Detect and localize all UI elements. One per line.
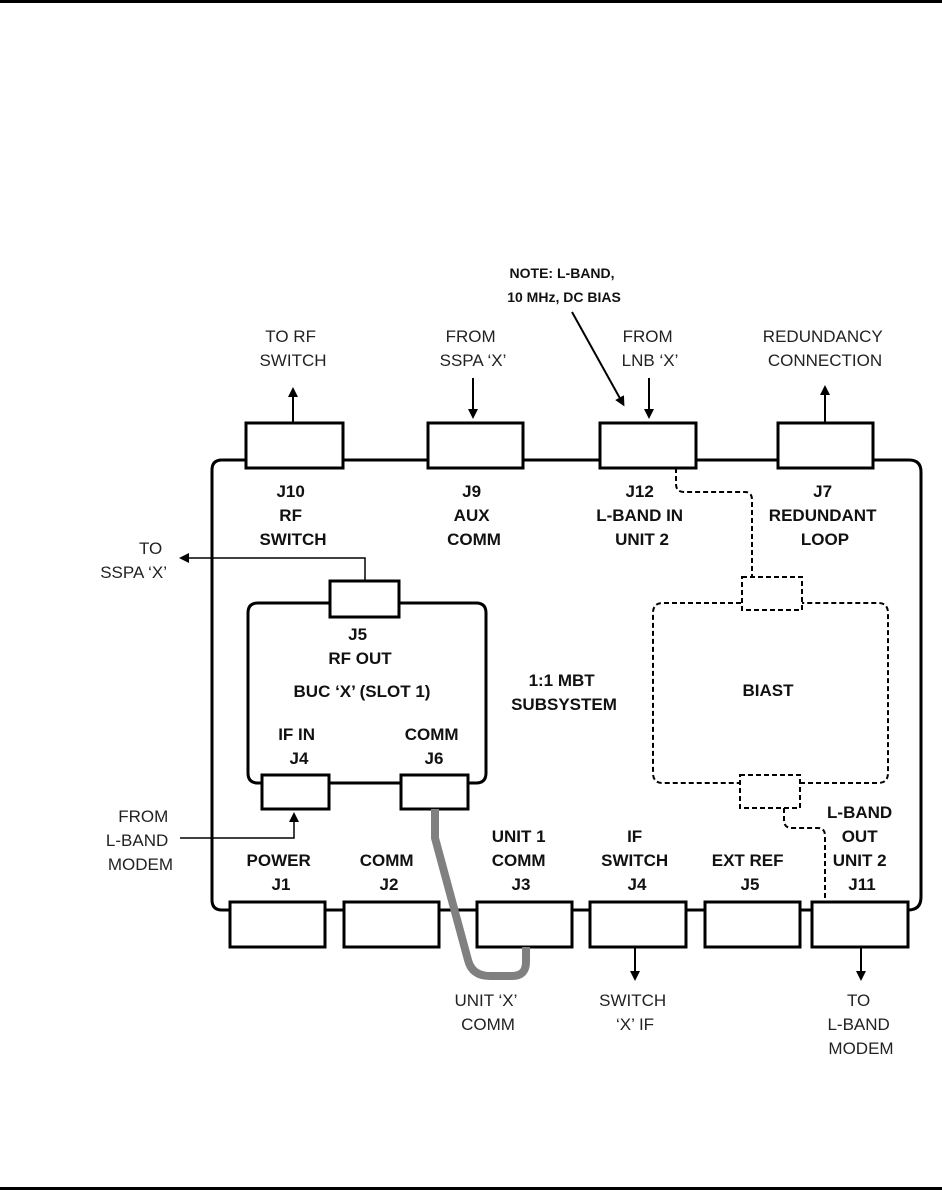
connector-label-j5: EXT REF J5	[712, 851, 789, 894]
connector-j2[interactable]	[342, 900, 441, 949]
connector-label-j4: IF SWITCH J4	[601, 827, 673, 894]
rf-out-line	[179, 553, 366, 581]
connector-j12[interactable]	[598, 421, 698, 470]
external-label-j3: UNIT ‘X’ COMM	[454, 991, 521, 1034]
buc-rf-out-label: J5 RF OUT	[328, 625, 392, 668]
external-label-j4: SWITCH ‘X’ IF	[599, 991, 671, 1034]
connector-label-j9: J9 AUX COMM	[447, 482, 501, 549]
subsystem-enclosure	[210, 458, 923, 912]
top-rule	[0, 0, 942, 3]
connector-label-j3: UNIT 1 COMM J3	[492, 827, 551, 894]
connector-label-j2: COMM J2	[360, 851, 419, 894]
external-label-j11: TO L-BAND MODEM	[827, 991, 894, 1058]
connector-j1[interactable]	[228, 900, 327, 949]
connector-j7[interactable]	[776, 421, 875, 470]
connector-j11[interactable]	[810, 900, 910, 949]
external-label-j12: FROM LNB ‘X’	[622, 327, 679, 370]
connector-j9[interactable]	[426, 421, 525, 470]
external-label-j10: TO RF SWITCH	[259, 327, 326, 370]
connector-j3[interactable]	[475, 900, 574, 949]
connector-label-j1: POWER J1	[247, 851, 316, 894]
biast-connector-bottom	[739, 774, 801, 809]
connector-label-j12: J12 L-BAND IN UNIT 2	[596, 482, 688, 549]
biast-link-bottom	[783, 808, 826, 902]
note-label: NOTE: L-BAND, 10 MHz, DC BIAS	[507, 265, 621, 305]
buc-connector-j4-if-in[interactable]	[260, 773, 331, 811]
buc-if-in-label: IF IN J4	[278, 725, 320, 768]
note-pointer-arrow	[571, 311, 625, 407]
buc-comm-label: COMM J6	[405, 725, 464, 768]
biast-module	[652, 602, 889, 784]
rf-out-external-label: TO SSPA ‘X’	[100, 539, 167, 582]
biast-link-top	[675, 468, 753, 577]
buc-connector-j5-rf-out[interactable]	[328, 579, 401, 619]
if-in-external-label: FROM L-BAND MODEM	[106, 807, 173, 874]
bottom-rule	[0, 1187, 942, 1190]
connector-label-j11: L-BAND OUT UNIT 2 J11	[827, 803, 897, 894]
unit-comm-cable	[431, 809, 530, 980]
connector-label-j7: J7 REDUNDANT LOOP	[769, 482, 881, 549]
buc-module	[246, 601, 488, 785]
buc-name: BUC ‘X’ (SLOT 1)	[294, 682, 431, 701]
biast-label: BIAST	[743, 681, 795, 700]
external-label-j7: REDUNDANCY CONNECTION	[763, 327, 887, 370]
if-in-line	[180, 812, 299, 839]
connector-j5[interactable]	[703, 900, 802, 949]
subsystem-label: 1:1 MBT SUBSYSTEM	[511, 671, 617, 714]
connector-j4[interactable]	[588, 900, 688, 949]
biast-connector-top	[741, 576, 803, 611]
connector-label-j10: J10 RF SWITCH	[259, 482, 326, 549]
connector-j10[interactable]	[244, 421, 345, 470]
buc-connector-j6-comm[interactable]	[399, 773, 470, 811]
external-label-j9: FROM SSPA ‘X’	[440, 327, 507, 370]
